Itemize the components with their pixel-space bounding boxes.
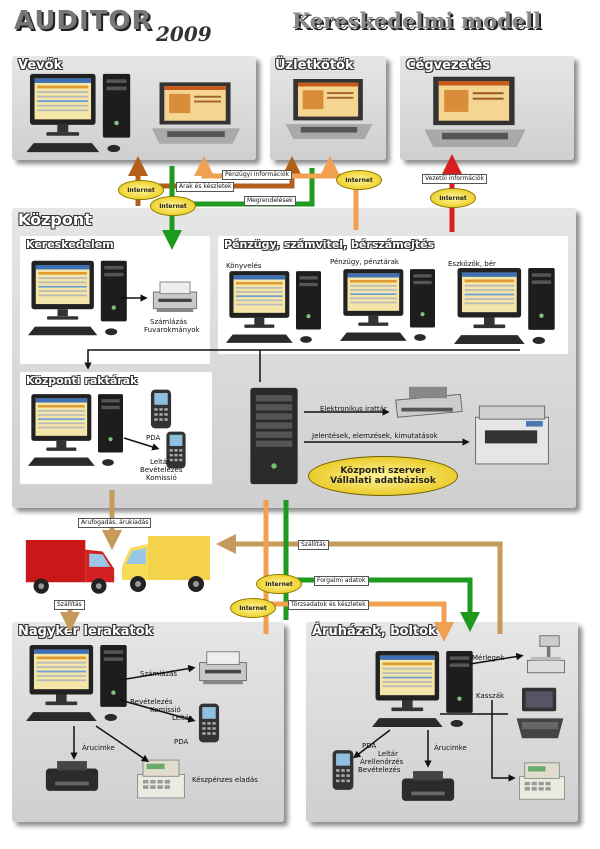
raktar-pda-label: PDA (146, 434, 161, 442)
aruhaz-inkjet-icon (400, 766, 456, 806)
elektronikus-label: Elektronikus irattár (320, 405, 387, 413)
aruhaz-register-icon (516, 758, 568, 804)
nagyker-title: Nagyker lerakatok (18, 624, 154, 639)
aruhaz-pda-icon (330, 748, 356, 792)
raktar-pc-icon (28, 390, 128, 470)
page-title: Kereskedelmi modell (292, 8, 542, 33)
internet-oval-4: Internet (430, 188, 476, 208)
penzugy-title: Pénzügy, számvitel, bérszámejtés (224, 238, 435, 251)
nagyker-pc-icon (26, 642, 132, 724)
merlegek-label: Mérlegek (472, 654, 505, 662)
nagy-leltar-label: Leltár (172, 714, 192, 722)
uzletkotok-title: Üzletkötők (275, 58, 354, 73)
flow-orange-bottom (263, 500, 444, 634)
tag-vezetoi: Vezetői információk (422, 174, 488, 184)
eszkozok-pc-icon (454, 266, 560, 346)
logo-year: 2009 (156, 22, 212, 46)
bolt-arucimke-label: Árucimke (434, 744, 467, 752)
raktar-pda-icon (148, 388, 174, 430)
konyveles-pc-icon (226, 268, 326, 346)
vevok-title: Vevők (18, 58, 63, 73)
kereskedelem-pc-icon (28, 258, 132, 338)
bolt-bevetelezes-label: Bevételezés (358, 766, 401, 774)
raktar-bevetelezes-label: Bevételezés (140, 466, 183, 474)
nagy-arucimke-label: Árucimke (82, 744, 115, 752)
yellow-van-icon (116, 526, 220, 596)
internet-oval-5: Internet (256, 574, 302, 594)
server-line1: Központi szerver (340, 466, 426, 476)
raktar-leltar-label: Leltár (150, 458, 170, 466)
tag-szallitas-right: Szállítás (298, 540, 329, 550)
penzugy-pc-icon (340, 266, 440, 344)
nagyker-register-icon (134, 756, 188, 802)
bolt-pda-label: PDA (362, 742, 377, 750)
nagy-pda-label: PDA (174, 738, 189, 746)
kasszak-label: Kasszák (476, 692, 505, 700)
red-van-icon (22, 530, 118, 598)
kozpont-title: Központ (18, 210, 92, 229)
scale-icon (524, 634, 568, 678)
raktar-komissio-label: Komissió (146, 474, 177, 482)
nagyker-printer-icon (196, 650, 250, 686)
tag-forgalmi: Forgalmi adatok (314, 576, 369, 586)
aruhazak-title: Áruházak, boltok (312, 624, 437, 639)
kereskedelem-printer-icon (150, 280, 200, 314)
fuvarokmanyok-label: Fuvarokmányok (144, 326, 200, 334)
internet-oval-2: Internet (150, 196, 196, 216)
tag-torzsadatok: Törzsadatok és készletek (288, 600, 369, 610)
tag-arufogadas: Árufogadás, árukiadás (78, 518, 152, 528)
konyveles-label: Könyvelés (226, 262, 262, 270)
uzletkotok-laptop-icon (282, 76, 376, 144)
server-icon (244, 386, 304, 486)
nagyker-inkjet-icon (44, 756, 100, 796)
nagy-szamlazas-label: Számlázás (140, 670, 178, 678)
tag-arak: Árak és készletek (176, 182, 235, 192)
aruhaz-pc-icon (372, 648, 478, 730)
nagy-komissio-label: Komissió (150, 706, 181, 714)
szamlazas-label: Számlázás (150, 318, 188, 326)
nagyker-pda-icon (196, 702, 222, 744)
vevok-laptop-icon (148, 80, 244, 148)
server-oval: Központi szerver Vállalati adatbázisok (308, 456, 458, 496)
scanner-icon (390, 382, 466, 422)
tag-penzugyi: Pénzügyi információk (222, 170, 293, 180)
eszkozok-label: Eszközök, bér (448, 260, 496, 268)
nagy-bevetelezes-label: Bevételezés (130, 698, 173, 706)
cegvezetes-laptop-icon (420, 74, 530, 152)
tag-szallitas-left: Szállítás (54, 600, 85, 610)
penzugy-penztarak-label: Pénzügy, pénztárak (330, 258, 399, 266)
copier-icon (470, 400, 554, 470)
internet-oval-3: Internet (336, 170, 382, 190)
nagy-keszpenz-label: Készpénzes eladás (192, 776, 258, 784)
internet-oval-6: Internet (230, 598, 276, 618)
raktarak-title: Központi raktárak (26, 374, 138, 387)
kereskedelem-title: Kereskedelem (26, 238, 114, 251)
tag-megrendelesek: Megrendelések (244, 196, 296, 206)
cegvezetes-title: Cégvezetés (406, 58, 491, 73)
jelentesek-label: Jelentések, elemzések, kimutatások (312, 432, 438, 440)
server-line2: Vállalati adatbázisok (330, 476, 436, 486)
pos-terminal-icon (512, 686, 568, 740)
bolt-arellenorzes-label: Árellenőrzés (360, 758, 404, 766)
auditor-logo: AUDITOR (14, 6, 153, 36)
internet-oval-1: Internet (118, 180, 164, 200)
vevok-desktop-icon (26, 72, 136, 154)
bolt-leltar-label: Leltár (378, 750, 398, 758)
